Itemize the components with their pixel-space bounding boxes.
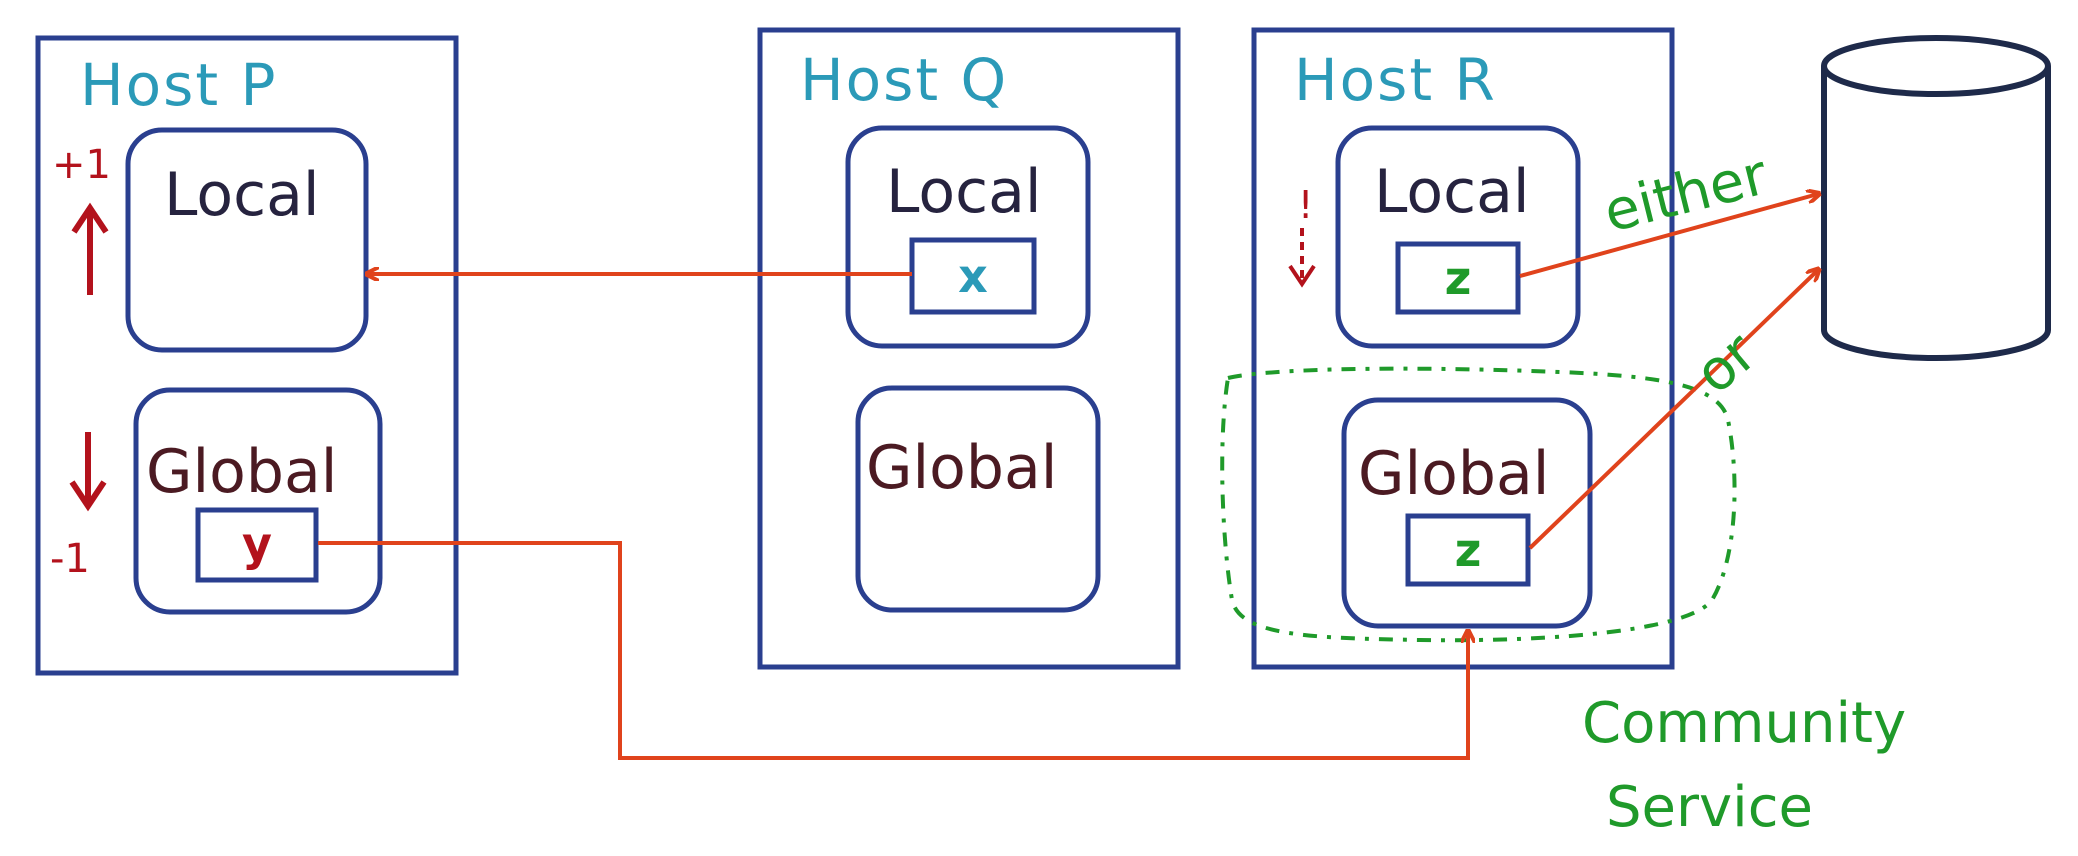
service-label: Service <box>1606 775 1813 840</box>
community-service-region <box>1220 366 1737 643</box>
host-p-local-cache <box>125 127 369 353</box>
host-r-global-var-z: z <box>1455 523 1482 577</box>
arrow-r-global-to-db <box>1528 270 1818 550</box>
host-q: Host Q Local x Global <box>757 27 1181 670</box>
arrow-y-to-r-global <box>318 541 1468 760</box>
database-icon <box>1821 35 2051 361</box>
host-r-local-var-box <box>1395 241 1521 315</box>
host-r-box <box>1251 27 1675 670</box>
host-r-local-label: Local <box>1374 157 1530 227</box>
host-r: Host R Local z ! Global z <box>1251 27 1675 670</box>
host-p-local-marker: +1 <box>52 142 111 188</box>
host-p-global-marker: -1 <box>50 536 90 582</box>
host-r-global-var-box <box>1405 513 1531 587</box>
host-r-local-var-z: z <box>1445 251 1472 305</box>
host-r-local-marker: ! <box>1298 183 1313 227</box>
up-arrow-icon <box>71 202 109 295</box>
host-r-global-cache <box>1341 397 1593 629</box>
host-p-global-label: Global <box>146 437 337 507</box>
host-p-var-y: y <box>242 517 272 571</box>
host-r-title: Host R <box>1294 46 1497 114</box>
host-p-global-cache <box>133 387 383 615</box>
down-arrow-icon <box>69 432 107 512</box>
arrow-r-local-to-db <box>1519 194 1818 278</box>
host-r-global-label: Global <box>1358 439 1549 509</box>
host-q-local-cache <box>845 125 1091 349</box>
community-label: Community <box>1582 691 1906 756</box>
host-q-box <box>757 27 1181 670</box>
host-p: Host P Local Global y +1 -1 <box>35 35 459 676</box>
host-p-title: Host P <box>80 51 277 119</box>
host-p-local-label: Local <box>164 160 320 230</box>
host-q-local-label: Local <box>886 157 1042 227</box>
dashed-down-arrow-icon <box>1288 228 1316 288</box>
host-q-var-x: x <box>958 249 988 303</box>
host-p-var-box <box>195 507 319 583</box>
host-q-title: Host Q <box>800 46 1008 114</box>
host-r-local-cache <box>1335 125 1581 349</box>
host-p-box <box>35 35 459 676</box>
host-q-global-label: Global <box>866 433 1057 503</box>
host-q-global-cache <box>855 385 1101 613</box>
edge-label-or: or <box>1683 319 1769 406</box>
